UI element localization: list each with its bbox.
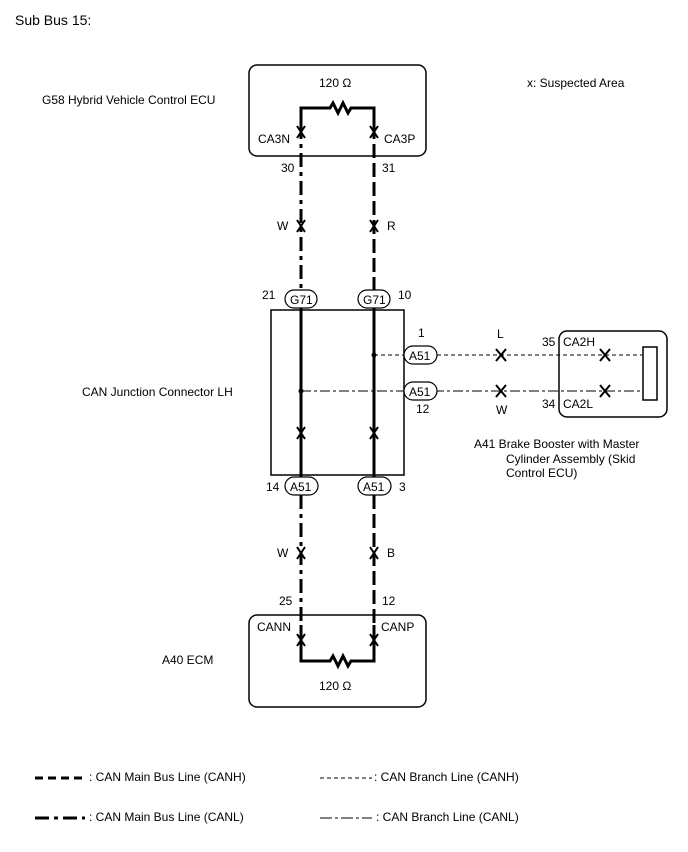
x-mark xyxy=(369,426,379,440)
junction-bottom-left-num: 14 xyxy=(266,480,280,494)
x-mark xyxy=(369,633,379,647)
ecm-pin-right-label: CANP xyxy=(381,620,414,634)
wire-color-top-right: R xyxy=(387,219,396,233)
x-mark xyxy=(369,125,379,139)
ecm-box xyxy=(248,614,427,708)
x-mark xyxy=(296,633,306,647)
connector-a51-branch-bottom xyxy=(403,381,438,401)
legend-branch-canh: : CAN Branch Line (CANH) xyxy=(374,770,519,784)
ecm-pin-right-num: 12 xyxy=(382,594,396,608)
connector-a51-branch-bottom-label: A51 xyxy=(409,385,431,399)
junction-branch-bottom-num: 12 xyxy=(416,402,430,416)
brake-pin-bottom-num: 34 xyxy=(542,397,556,411)
diagram-title: Sub Bus 15: xyxy=(15,12,91,28)
ecm-resistor-label: 120 Ω xyxy=(319,679,351,693)
x-mark xyxy=(495,384,507,398)
ecm-pin-left-label: CANN xyxy=(257,620,291,634)
x-mark xyxy=(369,546,379,560)
hybrid-ecu-pin-left-num: 30 xyxy=(281,161,295,175)
connector-a51-branch-top-label: A51 xyxy=(409,349,431,363)
ecm-name: A40 ECM xyxy=(162,653,213,667)
junction-branch-top-num: 1 xyxy=(418,326,425,340)
hybrid-ecu-pin-left-label: CA3N xyxy=(258,132,290,146)
x-mark xyxy=(599,384,611,398)
legend-main-canl: : CAN Main Bus Line (CANL) xyxy=(89,810,244,824)
x-mark xyxy=(296,125,306,139)
hybrid-ecu-pin-right-num: 31 xyxy=(382,161,396,175)
brake-pin-top-num: 35 xyxy=(542,335,556,349)
connector-g71-left-label: G71 xyxy=(290,293,313,307)
brake-booster-name-line3: Control ECU) xyxy=(506,466,577,480)
x-mark xyxy=(296,219,306,233)
brake-booster-terminal xyxy=(642,346,658,401)
legend-main-canh: : CAN Main Bus Line (CANH) xyxy=(89,770,246,784)
x-mark xyxy=(296,426,306,440)
junction-connector-name: CAN Junction Connector LH xyxy=(82,385,233,399)
suspected-area-legend: x: Suspected Area xyxy=(527,76,625,90)
x-marks xyxy=(296,125,611,647)
legend-branch-canl: : CAN Branch Line (CANL) xyxy=(376,810,519,824)
x-mark xyxy=(495,348,507,362)
hybrid-ecu-pin-right-label: CA3P xyxy=(384,132,415,146)
connector-g71-right-label: G71 xyxy=(363,293,386,307)
ecm-resistor xyxy=(299,625,376,670)
hybrid-ecu-name: G58 Hybrid Vehicle Control ECU xyxy=(42,93,215,107)
x-mark xyxy=(599,348,611,362)
junction-top-left-num: 21 xyxy=(262,288,276,302)
wire-color-bottom-right: B xyxy=(387,546,395,560)
junction-top-right-num: 10 xyxy=(398,288,412,302)
brake-booster-name-line1: A41 Brake Booster with Master xyxy=(474,437,639,451)
junction-bottom-right-num: 3 xyxy=(399,480,406,494)
brake-pin-top-label: CA2H xyxy=(563,335,595,349)
brake-booster-box xyxy=(558,330,668,418)
brake-pin-bottom-label: CA2L xyxy=(563,397,593,411)
connector-a51-bottom-left-label: A51 xyxy=(290,480,312,494)
hybrid-ecu-box xyxy=(248,64,427,157)
x-mark xyxy=(296,546,306,560)
ecm-pin-left-num: 25 xyxy=(279,594,293,608)
branch-wire-color-top: L xyxy=(497,327,504,341)
connector-a51-branch-top xyxy=(403,345,438,365)
x-mark xyxy=(369,219,379,233)
wire-color-bottom-left: W xyxy=(277,546,289,560)
branch-wire-color-bottom: W xyxy=(496,403,508,417)
junction-connector-box xyxy=(270,309,405,476)
hybrid-ecu-resistor-label: 120 Ω xyxy=(319,76,351,90)
brake-booster-name-line2: Cylinder Assembly (Skid xyxy=(506,452,635,466)
hybrid-ecu-resistor xyxy=(299,99,376,125)
connector-a51-bottom-right-label: A51 xyxy=(363,480,385,494)
wire-color-top-left: W xyxy=(277,219,289,233)
